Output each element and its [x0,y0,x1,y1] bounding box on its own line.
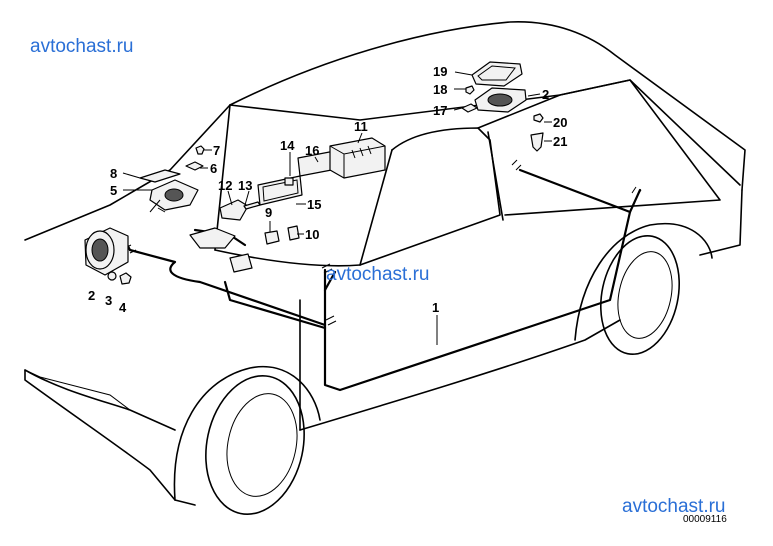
label-part-15: 15 [307,197,321,212]
screw-18 [465,85,475,95]
clip-4 [119,272,132,285]
radio-unit [329,137,386,179]
label-part-11: 11 [354,119,368,134]
drawing-code: 00009116 [683,514,727,525]
label-part-7: 7 [213,143,220,158]
label-part-3: 3 [105,293,112,308]
label-part-18: 18 [433,82,447,97]
label-part-16: 16 [305,143,319,158]
label-part-21: 21 [553,134,567,149]
label-part-12: 12 [218,178,232,193]
clip-14 [284,177,294,186]
label-part-20: 20 [553,115,567,130]
clip-6 [185,161,204,171]
clip-17 [461,103,478,113]
label-part-5: 5 [110,183,117,198]
part-labels: 1 2 3 4 5 6 7 8 9 10 11 12 13 14 15 16 1… [88,64,567,315]
label-part-14: 14 [280,138,295,153]
screw-13 [243,201,261,210]
screw-7 [195,145,205,155]
label-part-4: 4 [119,300,127,315]
bracket-12 [219,199,249,221]
connector-10 [287,225,300,241]
label-part-2-front: 2 [88,288,95,303]
tweeter-bracket [149,179,199,211]
nut-3 [107,271,117,281]
watermark-center: avtochast.ru [326,264,430,285]
rear-speaker-grille [471,61,523,87]
watermark-top-left: avtochast.ru [30,36,134,57]
label-part-19: 19 [433,64,447,79]
label-part-8: 8 [110,166,117,181]
watermark-bottom-right: avtochast.ru [622,496,726,517]
tweeter-cover [139,169,181,183]
front-speaker [84,227,129,276]
label-part-6: 6 [210,161,217,176]
clip-21 [530,132,544,152]
harness-connector [229,253,253,273]
label-part-9: 9 [265,205,272,220]
label-part-13: 13 [238,178,252,193]
rear-speaker [474,87,527,113]
label-part-2-rear: 2 [542,87,549,102]
leader-lines [122,71,552,345]
screw-20 [533,113,544,123]
label-part-10: 10 [305,227,319,242]
label-part-17: 17 [433,103,447,118]
relay-9 [264,230,280,245]
label-part-1: 1 [432,300,439,315]
car-body-outline [24,21,746,515]
